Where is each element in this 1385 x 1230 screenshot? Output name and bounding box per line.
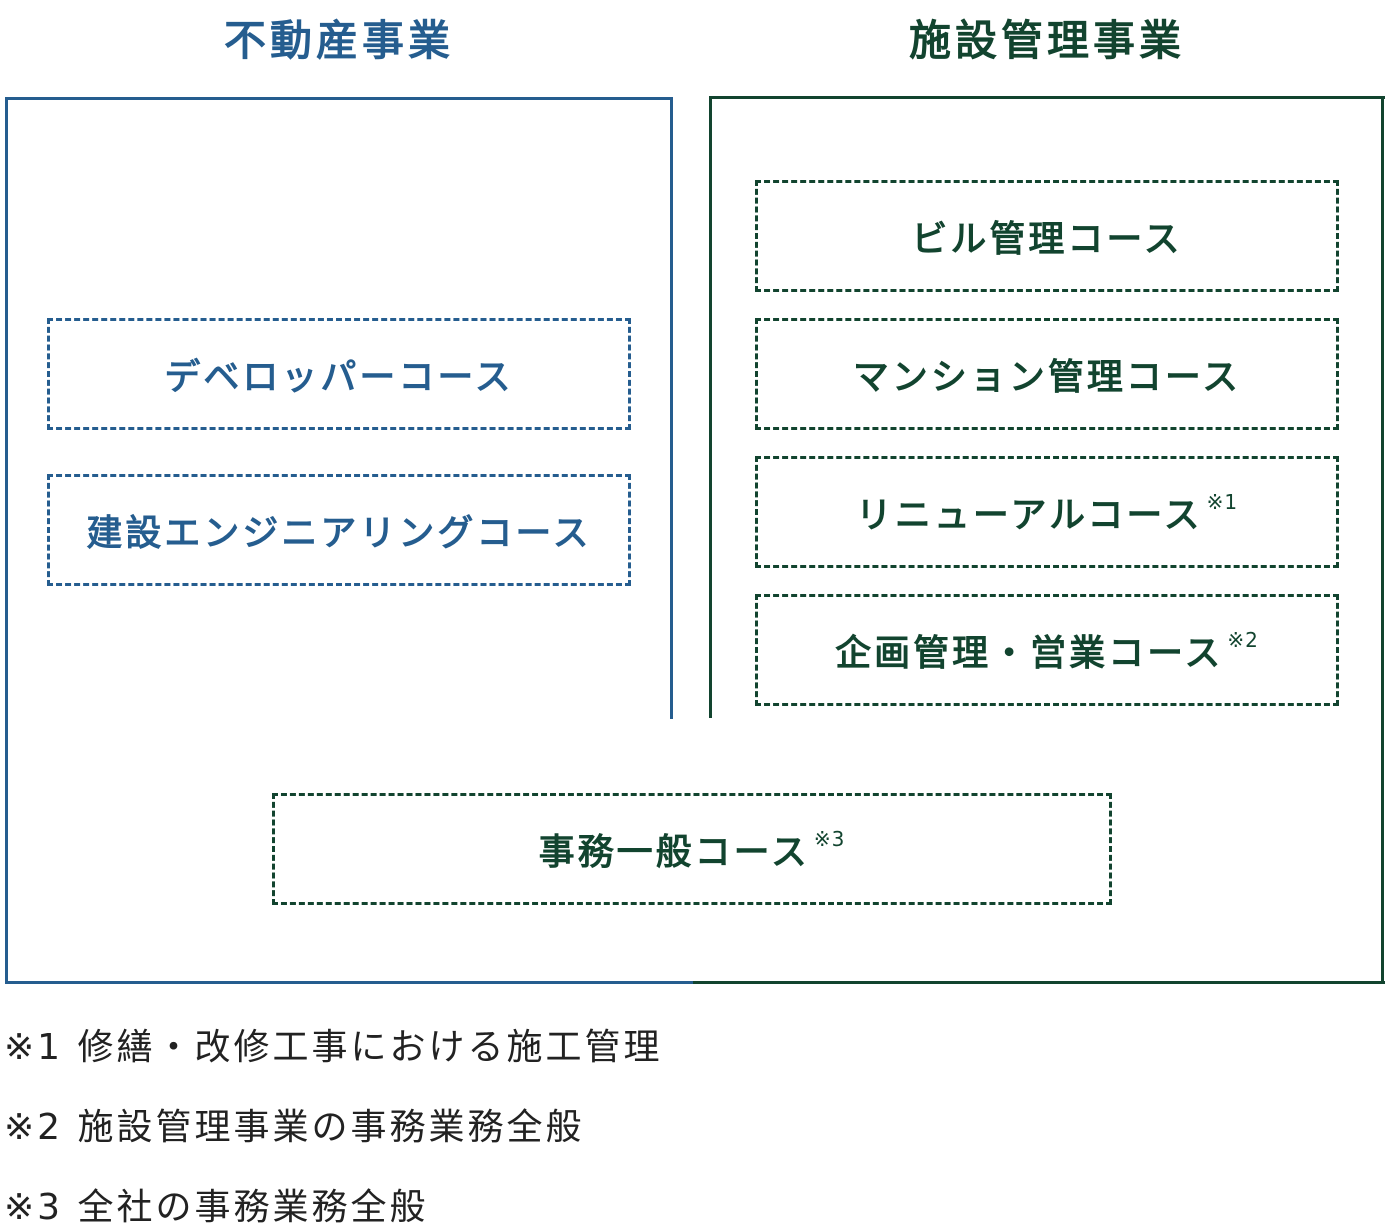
course-label: 事務一般コース — [538, 832, 810, 873]
facility-frame-left — [709, 96, 712, 718]
real-estate-title: 不動産事業 — [223, 16, 454, 65]
course-label: ビル管理コース — [911, 219, 1183, 260]
note-1: ※1 修繕・改修工事における施工管理 — [4, 1027, 663, 1068]
footnote-mark: ※3 — [813, 827, 846, 851]
facility-frame-bottom — [693, 981, 1385, 984]
course-developer: デベロッパーコース — [47, 318, 631, 430]
facility-frame-right — [1381, 96, 1384, 984]
course-label: リニューアルコース — [855, 495, 1203, 536]
course-mansion-management: マンション管理コース — [755, 318, 1339, 430]
real-estate-frame-left — [5, 97, 8, 984]
note-2: ※2 施設管理事業の事務業務全般 — [4, 1107, 585, 1148]
course-label: デベロッパーコース — [164, 357, 514, 398]
course-label: 企画管理・営業コース — [835, 633, 1224, 674]
real-estate-frame-top — [5, 97, 673, 100]
real-estate-frame-bottom — [5, 981, 693, 984]
course-construction-engineering: 建設エンジニアリングコース — [47, 474, 631, 586]
course-planning-sales: 企画管理・営業コース※2 — [755, 594, 1339, 706]
course-building-management: ビル管理コース — [755, 180, 1339, 292]
course-general-affairs: 事務一般コース※3 — [272, 793, 1112, 905]
footnote-mark: ※1 — [1206, 490, 1239, 514]
course-label: 建設エンジニアリングコース — [86, 513, 592, 554]
note-3: ※3 全社の事務業務全般 — [4, 1187, 429, 1228]
course-label: マンション管理コース — [852, 357, 1242, 398]
real-estate-frame-right — [670, 97, 673, 719]
footnote-mark: ※2 — [1227, 628, 1259, 652]
course-renewal: リニューアルコース※1 — [755, 456, 1339, 568]
facility-frame-top — [709, 96, 1385, 99]
facility-title: 施設管理事業 — [908, 16, 1185, 65]
